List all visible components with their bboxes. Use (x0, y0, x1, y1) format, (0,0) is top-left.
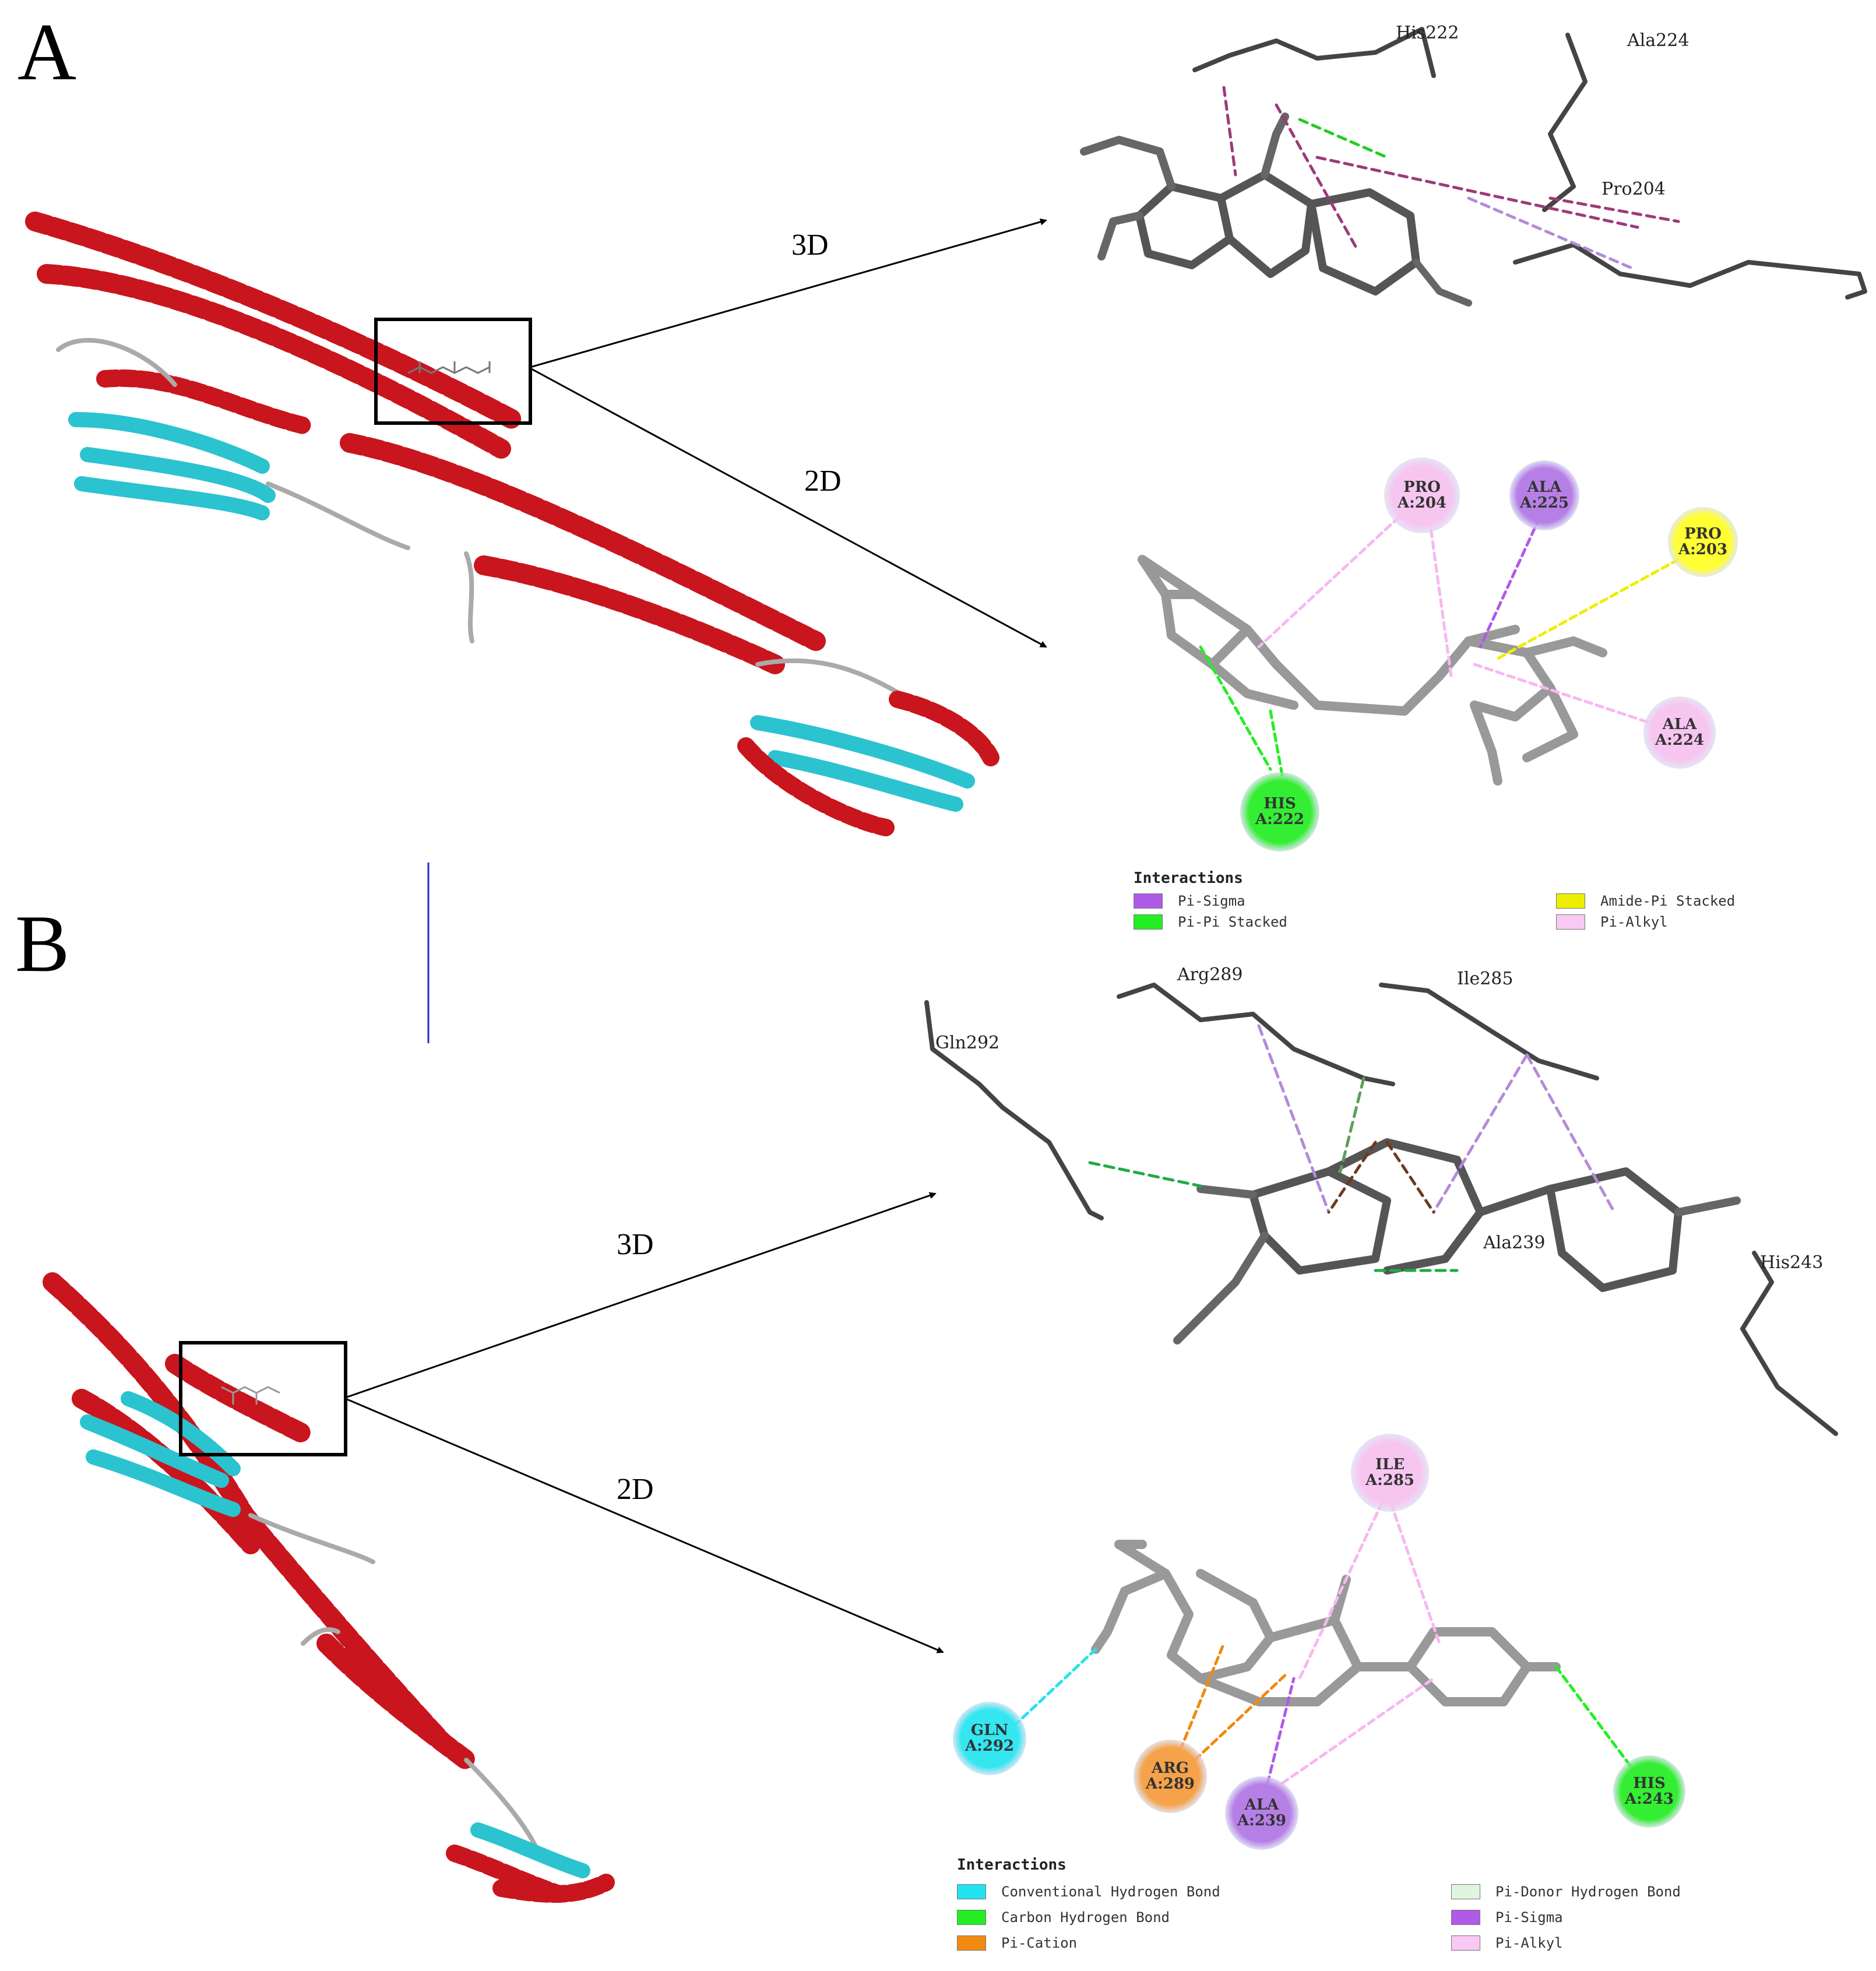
legend-swatch (1451, 1884, 1480, 1899)
residue-name: HIS (1633, 1774, 1666, 1792)
legend-label: Pi-Sigma (1495, 1909, 1563, 1926)
panel-a-arrow-3d (530, 218, 1047, 368)
panel-a-residue-circle: HIS A:222 (1240, 772, 1319, 851)
panel-a-residue-circle: ALA A:224 (1643, 696, 1716, 769)
legend-label: Pi-Sigma (1178, 893, 1245, 909)
residue-name: ALA (1527, 478, 1562, 496)
residue-id: A:292 (965, 1737, 1015, 1755)
panel-b-arrow-3d (345, 1192, 937, 1399)
legend-label: Pi-Alkyl (1600, 914, 1668, 930)
residue-name: ALA (1244, 1796, 1279, 1814)
legend-label: Amide-Pi Stacked (1600, 893, 1736, 909)
panel-a-3d-label: 3D (791, 228, 829, 262)
residue-id: A:289 (1145, 1775, 1195, 1793)
legend-swatch (1556, 914, 1585, 930)
panel-b-2d-label: 2D (617, 1473, 654, 1506)
panel-b-3d-label: 3D (617, 1228, 654, 1261)
panel-a-3d-residue-label: Pro204 (1602, 179, 1666, 199)
residue-name: PRO (1684, 525, 1722, 543)
panel-b-residue-circle: ILE A:285 (1351, 1434, 1429, 1512)
residue-name: PRO (1403, 478, 1441, 496)
panel-a-binding-site-box (374, 318, 532, 425)
panel-a-2d-interaction-map (1138, 499, 1680, 786)
residue-id: A:243 (1624, 1790, 1674, 1808)
residue-id: A:285 (1365, 1472, 1415, 1489)
residue-name: ALA (1662, 715, 1697, 733)
panel-a-letter: A (17, 7, 77, 97)
legend-label: Pi-Alkyl (1495, 1935, 1563, 1951)
panel-b-3d-residue-label: Gln292 (935, 1033, 1000, 1053)
panel-a-3d-residue-label: His222 (1396, 23, 1459, 43)
residue-id: A:239 (1237, 1812, 1287, 1829)
panel-a-arrow-2d (530, 367, 1047, 648)
panel-a-ligand-thumbnail (407, 361, 491, 374)
residue-id: A:203 (1678, 541, 1728, 558)
panel-b-legend-item: Carbon Hydrogen Bond (957, 1909, 1170, 1926)
legend-swatch (1134, 893, 1163, 909)
panel-b-legend-title: Interactions (957, 1856, 1067, 1874)
legend-swatch (957, 1910, 986, 1925)
legend-swatch (1556, 893, 1585, 909)
panel-a-legend-item: Pi-Pi Stacked (1134, 914, 1287, 930)
legend-label: Pi-Donor Hydrogen Bond (1495, 1884, 1681, 1900)
legend-swatch (1134, 914, 1163, 930)
panel-a-residue-circle: PRO A:204 (1384, 457, 1460, 533)
panel-a-2d-label: 2D (804, 464, 842, 498)
legend-swatch (957, 1935, 986, 1951)
panel-b-residue-circle: ARG A:289 (1134, 1740, 1207, 1813)
panel-b-ligand-thumbnail (221, 1386, 280, 1405)
panel-b-legend-item: Conventional Hydrogen Bond (957, 1884, 1220, 1900)
panel-a-residue-circle: ALA A:225 (1509, 460, 1579, 530)
panel-b-residue-circle: GLN A:292 (953, 1702, 1026, 1775)
legend-label: Conventional Hydrogen Bond (1001, 1884, 1220, 1900)
residue-name: ARG (1152, 1759, 1189, 1777)
panel-b-legend-item: Pi-Alkyl (1451, 1935, 1563, 1951)
panel-b-legend-item: Pi-Donor Hydrogen Bond (1451, 1884, 1681, 1900)
panel-b-2d-interaction-map (1001, 1490, 1645, 1797)
residue-id: A:224 (1655, 731, 1705, 749)
legend-label: Pi-Pi Stacked (1178, 914, 1287, 930)
panel-b-residue-circle: HIS A:243 (1613, 1755, 1685, 1828)
residue-id: A:204 (1397, 494, 1447, 512)
panel-b-residue-circle: ALA A:239 (1225, 1776, 1298, 1850)
panel-a-legend-title: Interactions (1134, 870, 1243, 887)
panel-b-legend-item: Pi-Cation (957, 1935, 1077, 1951)
legend-label: Pi-Cation (1001, 1935, 1078, 1951)
panel-a-protein-ribbon (25, 212, 999, 836)
panel-b-letter: B (15, 899, 70, 989)
residue-name: ILE (1375, 1455, 1405, 1473)
residue-name: HIS (1263, 794, 1296, 812)
panel-a-residue-circle: PRO A:203 (1668, 507, 1738, 577)
panel-b-3d-residue-label: Ala239 (1483, 1233, 1546, 1253)
legend-swatch (1451, 1935, 1480, 1951)
residue-id: A:222 (1255, 811, 1305, 828)
legend-label: Carbon Hydrogen Bond (1001, 1909, 1170, 1926)
panel-b-legend-item: Pi-Sigma (1451, 1909, 1563, 1926)
panel-b-3d-residue-label: Ile285 (1457, 969, 1514, 989)
legend-swatch (1451, 1910, 1480, 1925)
panel-a-3d-residue-label: Ala224 (1627, 30, 1690, 51)
panel-a-legend-item: Pi-Sigma (1134, 893, 1245, 909)
panel-b-protein-ribbon (43, 1272, 615, 1903)
panel-b-3d-interaction-view (924, 983, 1838, 1436)
residue-id: A:225 (1519, 494, 1569, 512)
panel-a-legend-item: Pi-Alkyl (1556, 914, 1668, 930)
panel-a-legend-item: Amide-Pi Stacked (1556, 893, 1735, 909)
panel-b-arrow-2d (345, 1398, 944, 1653)
legend-swatch (957, 1884, 986, 1899)
panel-a-3d-interaction-view (1080, 27, 1867, 307)
panel-b-3d-residue-label: His243 (1760, 1252, 1824, 1273)
panel-b-3d-residue-label: Arg289 (1177, 965, 1243, 985)
residue-name: GLN (970, 1721, 1009, 1739)
